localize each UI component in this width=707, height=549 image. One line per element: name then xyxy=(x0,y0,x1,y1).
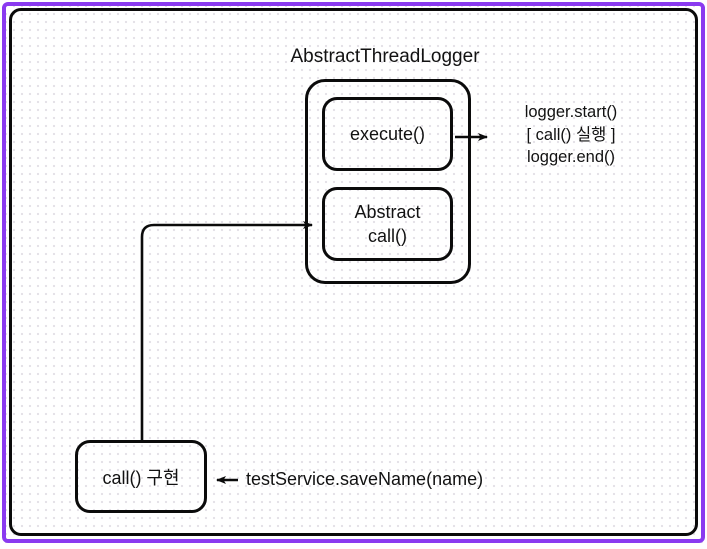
logger-note-line2: [ call() 실행 ] xyxy=(526,125,616,144)
execute-box-label: execute() xyxy=(349,123,426,144)
abstract-thread-logger-container xyxy=(305,79,471,284)
execute-box: execute() xyxy=(322,97,453,171)
call-delegation-arrow xyxy=(140,221,313,440)
logger-note: logger.start() [ call() 실행 ] logger.end(… xyxy=(496,101,646,169)
abstract-call-line2: call() xyxy=(368,226,407,246)
diagram-title: AbstractThreadLogger xyxy=(290,46,480,67)
call-impl-box: call() 구현 xyxy=(75,440,207,513)
logger-note-line3: logger.end() xyxy=(526,148,616,166)
abstract-call-box: Abstract call() xyxy=(322,187,453,261)
logger-note-line1: logger.start() xyxy=(524,103,618,121)
abstract-call-line1: Abstract xyxy=(354,202,421,222)
savename-annotation: testService.saveName(name) xyxy=(246,469,484,489)
call-impl-label: call() 구현 xyxy=(102,467,180,488)
